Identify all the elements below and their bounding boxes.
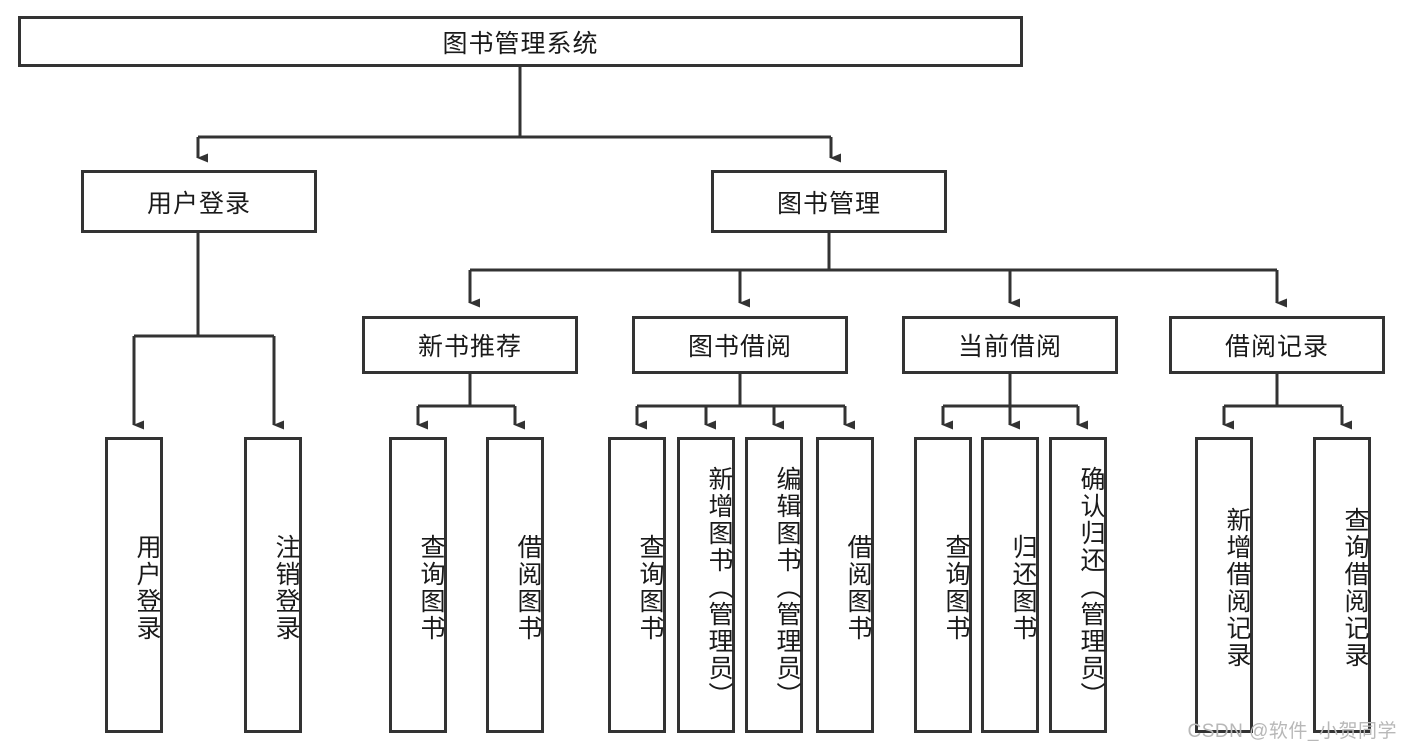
node-user-login-label: 用户登录 <box>146 189 251 218</box>
leaf-add-borrow-record-label: 新增借阅记录 <box>1223 507 1251 669</box>
node-borrow-record[interactable]: 借阅记录 <box>1169 316 1385 374</box>
leaf-confirm-return-admin-label: 确认归还（管理员） <box>1077 465 1105 709</box>
leaf-query-borrow-record-label: 查询借阅记录 <box>1341 507 1369 669</box>
leaf-new-book-borrow[interactable]: 借阅图书 <box>486 437 544 733</box>
leaf-current-query-book-label: 查询图书 <box>942 534 970 642</box>
node-root[interactable]: 图书管理系统 <box>18 16 1023 67</box>
node-borrow-record-label: 借阅记录 <box>1224 333 1329 361</box>
leaf-return-book[interactable]: 归还图书 <box>981 437 1039 733</box>
node-book-management-label: 图书管理 <box>776 189 881 218</box>
leaf-current-query-book[interactable]: 查询图书 <box>914 437 972 733</box>
node-book-borrow-label: 图书借阅 <box>687 333 792 361</box>
leaf-edit-book-admin-label: 编辑图书（管理员） <box>773 465 801 709</box>
leaf-new-book-query-label: 查询图书 <box>417 534 445 642</box>
leaf-add-borrow-record[interactable]: 新增借阅记录 <box>1195 437 1253 733</box>
node-new-book-recommend-label: 新书推荐 <box>417 333 522 361</box>
leaf-borrow-query-book[interactable]: 查询图书 <box>608 437 666 733</box>
watermark-text: CSDN @软件_小贺同学 <box>1187 721 1397 742</box>
leaf-logout[interactable]: 注销登录 <box>244 437 302 733</box>
leaf-new-book-query[interactable]: 查询图书 <box>389 437 447 733</box>
leaf-return-book-label: 归还图书 <box>1009 534 1037 642</box>
leaf-logout-label: 注销登录 <box>272 534 300 642</box>
leaf-borrow-book-label: 借阅图书 <box>844 534 872 642</box>
leaf-add-book-admin-label: 新增图书（管理员） <box>705 465 733 709</box>
leaf-new-book-borrow-label: 借阅图书 <box>514 534 542 642</box>
node-book-management[interactable]: 图书管理 <box>711 170 947 233</box>
leaf-user-login-label: 用户登录 <box>133 534 161 642</box>
leaf-borrow-book[interactable]: 借阅图书 <box>816 437 874 733</box>
node-current-borrow-label: 当前借阅 <box>957 333 1062 361</box>
leaf-query-borrow-record[interactable]: 查询借阅记录 <box>1313 437 1371 733</box>
leaf-user-login[interactable]: 用户登录 <box>105 437 163 733</box>
node-root-label: 图书管理系统 <box>442 29 599 58</box>
node-current-borrow[interactable]: 当前借阅 <box>902 316 1118 374</box>
leaf-confirm-return-admin[interactable]: 确认归还（管理员） <box>1049 437 1107 733</box>
leaf-borrow-query-book-label: 查询图书 <box>636 534 664 642</box>
leaf-add-book-admin[interactable]: 新增图书（管理员） <box>677 437 735 733</box>
leaf-edit-book-admin[interactable]: 编辑图书（管理员） <box>745 437 803 733</box>
node-user-login[interactable]: 用户登录 <box>81 170 317 233</box>
node-new-book-recommend[interactable]: 新书推荐 <box>362 316 578 374</box>
node-book-borrow[interactable]: 图书借阅 <box>632 316 848 374</box>
